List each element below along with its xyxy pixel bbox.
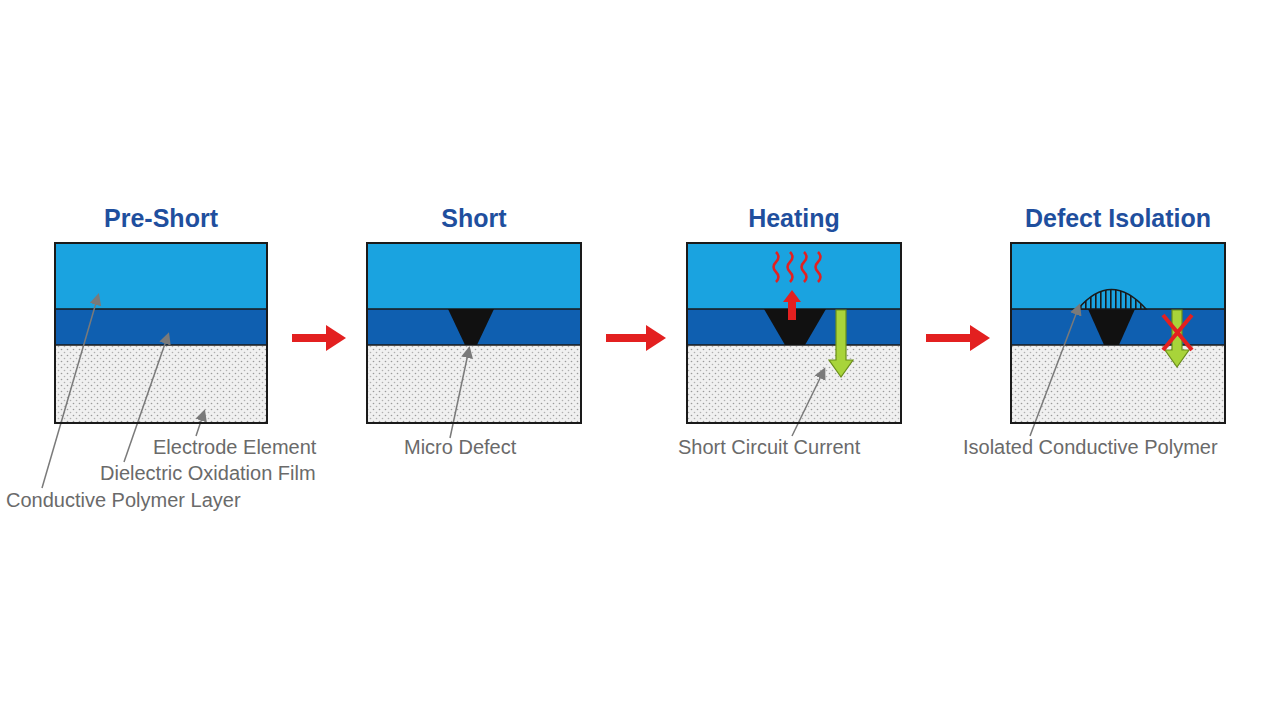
layer-stack (54, 242, 1226, 424)
layer-band (54, 242, 268, 309)
part-label: Short Circuit Current (678, 436, 860, 459)
layer-band (366, 345, 582, 424)
layer-band (366, 309, 582, 345)
layer-panel: Heating (686, 242, 902, 424)
part-label: Micro Defect (404, 436, 516, 459)
part-label: Electrode Element (153, 436, 316, 459)
layer-panel: Pre-Short (54, 242, 268, 424)
flow-arrow (606, 325, 666, 351)
part-label: Isolated Conductive Polymer (963, 436, 1218, 459)
part-label: Conductive Polymer Layer (6, 489, 241, 512)
layer-band (686, 345, 902, 424)
layer-band (1010, 242, 1226, 309)
layer-band (1010, 309, 1226, 345)
layer-band (1010, 345, 1226, 424)
layer-band (366, 242, 582, 309)
layer-line (1010, 309, 1226, 345)
panel-title: Pre-Short (36, 204, 286, 233)
panel-title: Defect Isolation (992, 204, 1244, 233)
panel-title: Heating (668, 204, 920, 233)
layer-band (54, 309, 268, 345)
part-label: Dielectric Oxidation Film (100, 462, 316, 485)
flow-arrow (926, 325, 990, 351)
layer-panel: Short (366, 242, 582, 424)
layer-panel: Defect Isolation (1010, 242, 1226, 424)
panel-title: Short (348, 204, 600, 233)
layer-line (54, 309, 268, 345)
flow-arrow (292, 325, 346, 351)
layer-line (366, 309, 582, 345)
